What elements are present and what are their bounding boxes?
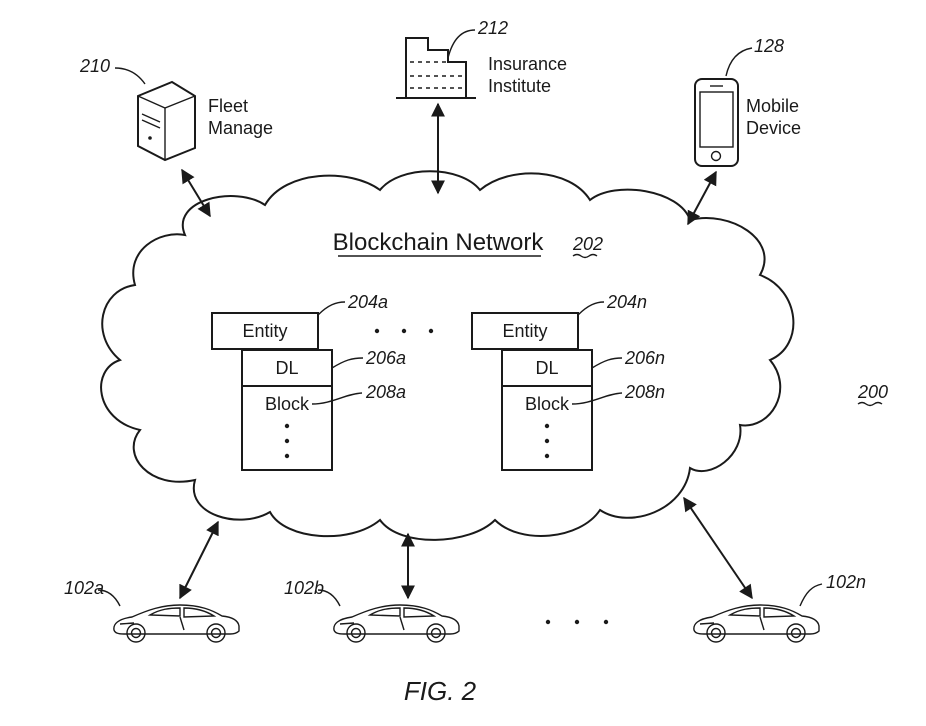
leader-line <box>311 392 363 405</box>
entity-box-n <box>471 312 579 350</box>
ellipsis-dot <box>401 328 407 334</box>
mobile-label-line1: Mobile <box>746 96 799 116</box>
ellipsis-dot <box>545 619 551 625</box>
network-title: Blockchain Network <box>333 229 545 256</box>
dl-label-n: DL <box>535 358 558 378</box>
mobile-ref: 128 <box>754 36 784 56</box>
building-icon <box>396 37 476 99</box>
node-ellipsis <box>374 328 434 334</box>
vehicle-ellipsis <box>545 619 609 625</box>
ellipsis-dot <box>544 438 550 444</box>
ellipsis-dot <box>284 423 290 429</box>
ellipsis-dot <box>574 619 580 625</box>
leader-line <box>725 47 753 77</box>
leader-line <box>97 589 121 607</box>
fleet-label-line2: Manage <box>208 118 273 138</box>
entity-label-n: Entity <box>502 321 547 341</box>
network-ref: 202 <box>572 234 603 254</box>
figure-ref: 200 <box>857 382 888 402</box>
car-icon <box>333 604 460 643</box>
car-icon <box>113 604 240 643</box>
ellipsis-dot <box>603 619 609 625</box>
dl-box-a <box>241 349 333 387</box>
leader-line <box>591 357 623 369</box>
vehicle-a-ref: 102a <box>64 578 104 598</box>
vehicle-n-ref: 102n <box>826 572 866 592</box>
blockchain-network-cloud <box>100 170 795 541</box>
leader-line <box>447 29 476 59</box>
block-label-a: Block <box>265 394 310 414</box>
leader-line <box>799 583 823 607</box>
vehicle-a-network-arrow <box>179 520 219 600</box>
dl-ref-a: 206a <box>365 348 406 368</box>
mobile-network-arrow <box>687 170 717 226</box>
vehicle-a: 102a <box>64 578 240 643</box>
figure-label: FIG. 2 <box>404 676 477 706</box>
ellipsis-dot <box>284 453 290 459</box>
vehicle-b-ref: 102b <box>284 578 324 598</box>
leader-line <box>571 392 623 405</box>
ellipsis-dot <box>544 423 550 429</box>
fleet-network-arrow <box>181 168 211 218</box>
fleet-manage-server: 210 Fleet Manage <box>79 56 273 162</box>
ellipsis-dot <box>428 328 434 334</box>
mobile-label-line2: Device <box>746 118 801 138</box>
insurance-label-line1: Insurance <box>488 54 567 74</box>
entity-label-a: Entity <box>242 321 287 341</box>
car-icon <box>693 604 820 643</box>
vehicle-b: 102b <box>284 578 460 643</box>
leader-line <box>331 357 364 369</box>
leader-line <box>317 589 341 607</box>
fleet-label-line1: Fleet <box>208 96 248 116</box>
mobile-device: 128 Mobile Device <box>694 36 801 167</box>
ellipsis-dot <box>374 328 380 334</box>
smartphone-icon <box>694 78 739 167</box>
node-a: Entity DL Block 204a 206a 208a <box>211 292 406 471</box>
entity-ref-a: 204a <box>347 292 388 312</box>
ellipsis-dot <box>284 438 290 444</box>
entity-ref-n: 204n <box>606 292 647 312</box>
dl-label-a: DL <box>275 358 298 378</box>
vehicle-n-network-arrow <box>683 496 753 600</box>
leader-line <box>114 67 146 85</box>
block-ref-a: 208a <box>365 382 406 402</box>
leader-line <box>577 301 605 316</box>
dl-ref-n: 206n <box>624 348 665 368</box>
network-ref-squiggle <box>572 253 598 259</box>
insurance-institute: 212 Insurance Institute <box>396 18 567 99</box>
server-icon <box>137 80 196 162</box>
ellipsis-dot <box>544 453 550 459</box>
figure-ref-squiggle <box>857 401 883 407</box>
insurance-ref: 212 <box>477 18 508 38</box>
vehicle-n: 102n <box>693 572 866 643</box>
block-label-n: Block <box>525 394 570 414</box>
fleet-ref: 210 <box>79 56 110 76</box>
insurance-label-line2: Institute <box>488 76 551 96</box>
block-ref-n: 208n <box>624 382 665 402</box>
node-n: Entity DL Block 204n 206n 208n <box>471 292 665 471</box>
leader-line <box>317 301 346 316</box>
